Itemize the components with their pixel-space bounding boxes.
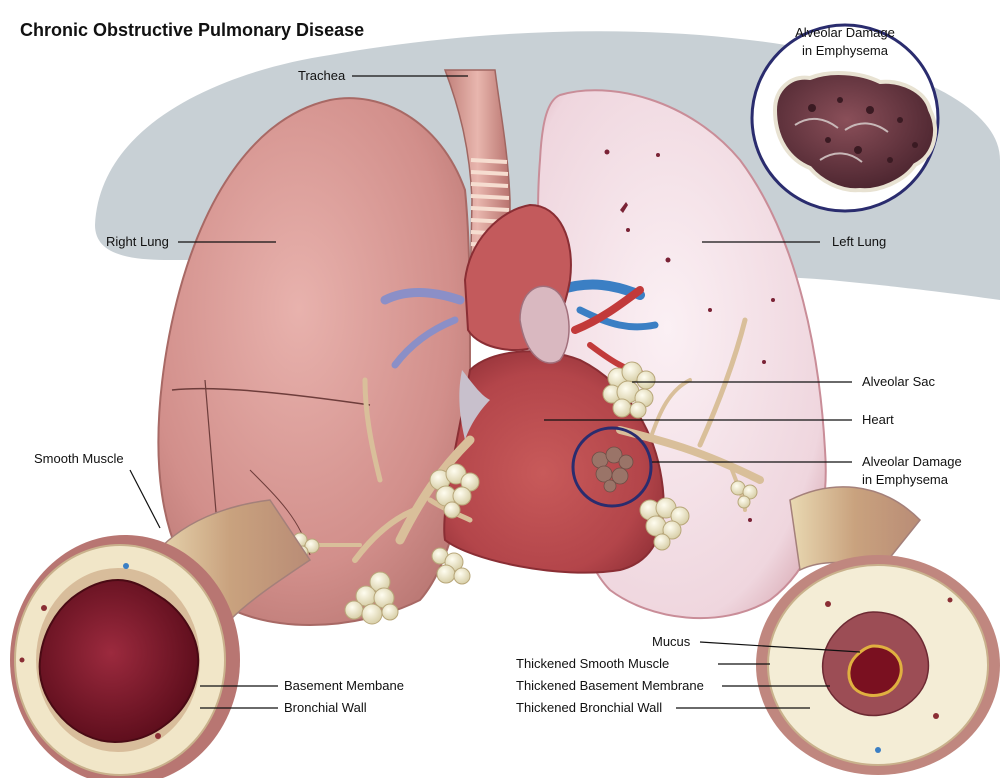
- label-alveolar-sac: Alveolar Sac: [862, 374, 935, 389]
- label-alveolar-damage: Alveolar Damage in Emphysema: [862, 453, 962, 489]
- inset-label-line1: Alveolar Damage: [795, 25, 895, 40]
- label-alveolar-damage-line2: in Emphysema: [862, 472, 948, 487]
- emphysema-callout-circle: [571, 426, 653, 508]
- heart: [443, 203, 665, 574]
- leader-lines: [129, 75, 861, 709]
- emphysema-inset: [750, 23, 940, 213]
- label-trachea: Trachea: [298, 68, 346, 83]
- inset-label: Alveolar Damage in Emphysema: [790, 24, 900, 60]
- label-heart: Heart: [862, 412, 894, 427]
- diagram-title: Chronic Obstructive Pulmonary Disease: [20, 20, 365, 40]
- label-mucus: Mucus: [652, 634, 691, 649]
- label-thickened-smooth-muscle: Thickened Smooth Muscle: [516, 656, 670, 671]
- bronchus-normal: [10, 499, 312, 783]
- inset-label-line2: in Emphysema: [802, 43, 888, 58]
- label-thickened-basement-membrane: Thickened Basement Membrane: [516, 678, 704, 693]
- label-basement-membrane: Basement Membane: [284, 678, 404, 693]
- label-left-lung: Left Lung: [832, 234, 887, 249]
- label-alveolar-damage-line1: Alveolar Damage: [862, 454, 962, 469]
- label-right-lung: Right Lung: [106, 234, 169, 249]
- bronchial-tree-right: [303, 377, 475, 563]
- bronchus-copd: [756, 486, 1000, 775]
- label-thickened-bronchial-wall: Thickened Bronchial Wall: [516, 700, 663, 715]
- label-smooth-muscle: Smooth Muscle: [34, 451, 124, 466]
- label-bronchial-wall: Bronchial Wall: [284, 700, 367, 715]
